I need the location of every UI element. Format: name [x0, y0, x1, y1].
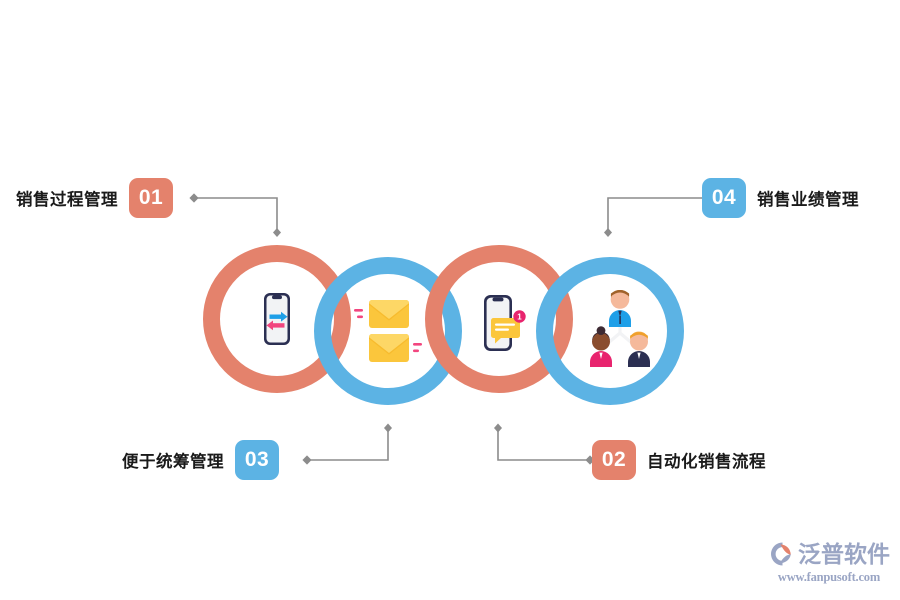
label-text-03: 便于统筹管理	[122, 453, 224, 471]
label-group-01[interactable]: 销售过程管理 01	[16, 178, 173, 218]
badge-04: 04	[702, 178, 746, 218]
label-group-04[interactable]: 04 销售业绩管理	[702, 178, 859, 218]
label-text-02: 自动化销售流程	[647, 453, 766, 471]
label-text-04: 销售业绩管理	[757, 191, 859, 209]
badge-01: 01	[129, 178, 173, 218]
phone-chat-notification-icon: 1	[474, 292, 536, 354]
fanpu-logo-icon	[771, 542, 791, 566]
badge-02: 02	[592, 440, 636, 480]
watermark: 泛普软件 www.fanpusoft.com	[766, 536, 892, 590]
connector-02	[494, 423, 595, 465]
connector-03	[302, 423, 392, 465]
watermark-name: 泛普软件	[798, 540, 890, 567]
label-group-02[interactable]: 02 自动化销售流程	[592, 440, 766, 480]
double-envelope-icon	[353, 295, 423, 367]
team-org-people-icon	[578, 283, 662, 369]
connector-01	[189, 193, 281, 237]
svg-text:1: 1	[517, 313, 522, 322]
label-text-01: 销售过程管理	[16, 191, 118, 209]
connector-04	[604, 193, 711, 237]
label-group-03[interactable]: 便于统筹管理 03	[122, 440, 279, 480]
badge-03: 03	[235, 440, 279, 480]
watermark-url: www.fanpusoft.com	[777, 570, 881, 584]
phone-exchange-arrows-icon	[247, 289, 307, 349]
